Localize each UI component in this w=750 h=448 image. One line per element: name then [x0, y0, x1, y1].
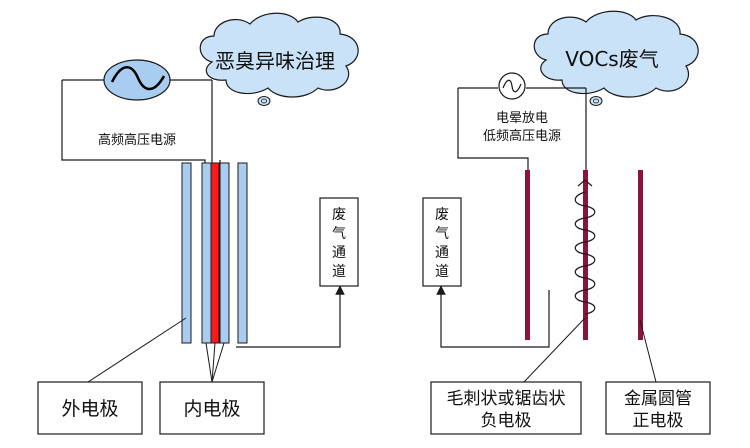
- right-negative-electrode-rod-left: [525, 170, 530, 340]
- right-center-electrode-rod: [583, 170, 588, 340]
- left-inner-plate-red: [210, 162, 220, 344]
- right-exhaust-duct-box: [422, 197, 462, 287]
- right-positive-electrode-box: [605, 381, 711, 435]
- right-cloud-shape: [533, 10, 699, 98]
- left-diagram: 高频高压电源 恶臭异味治理 废 气 通 道 外电极 内电极: [37, 12, 359, 435]
- right-positive-leader: [639, 319, 657, 383]
- left-duct-wire: [236, 285, 345, 348]
- left-outer-electrode-box: [37, 381, 143, 435]
- right-negative-leader: [523, 317, 586, 383]
- right-positive-electrode-tube: [638, 170, 643, 340]
- right-positive-label-line2: 正电极: [633, 411, 684, 431]
- left-exhaust-duct-box: [319, 197, 359, 287]
- right-ac-wave-icon: [502, 79, 522, 93]
- left-outer-leader: [87, 317, 187, 383]
- right-power-label-line1: 电晕放电: [496, 111, 548, 126]
- right-cloud-tail-icon: [589, 96, 603, 106]
- right-negative-label-line2: 负电极: [481, 411, 532, 431]
- right-duct-char-2: 气: [435, 226, 449, 242]
- left-inner-plate-1: [201, 162, 212, 344]
- right-cloud: VOCs废气: [533, 10, 699, 106]
- right-negative-electrode-box: [430, 381, 582, 435]
- right-spiral-electrode-icon: [574, 191, 596, 315]
- left-cloud-shape: [199, 12, 359, 98]
- right-power-left-wire: [457, 88, 529, 170]
- right-duct-char-4: 道: [435, 264, 449, 280]
- left-cloud-tail-small-icon: [261, 98, 267, 104]
- right-positive-label-line1: 金属圆管: [624, 389, 692, 409]
- right-duct-char-3: 通: [435, 245, 449, 261]
- left-cloud: 恶臭异味治理: [199, 12, 359, 106]
- left-duct-char-2: 气: [332, 226, 346, 242]
- left-outer-plate-1: [181, 162, 192, 344]
- left-ac-wave-icon: [110, 66, 166, 91]
- left-inner-electrode-box: [159, 381, 265, 435]
- left-duct-char-1: 废: [332, 207, 346, 223]
- left-outer-plate-2: [237, 162, 248, 344]
- right-power-label-line2: 低频高压电源: [483, 128, 561, 144]
- right-diagram: VOCs废气 电晕放电 低频高压电源 废 气 通 道 毛刺状或锯齿状: [422, 10, 711, 435]
- left-inner-leader-2: [211, 342, 216, 383]
- left-duct-char-3: 通: [332, 245, 346, 261]
- left-inner-leader-1: [205, 342, 213, 383]
- left-inner-electrode-label: 内电极: [183, 398, 240, 420]
- left-inner-leader-3: [211, 342, 225, 383]
- right-duct-wire: [436, 285, 550, 348]
- right-cloud-label: VOCs废气: [565, 47, 658, 71]
- right-spiral-top-icon: [577, 179, 593, 187]
- left-outer-electrode-label: 外电极: [61, 398, 118, 420]
- right-cloud-tail-small-icon: [593, 98, 599, 104]
- left-power-label: 高频高压电源: [98, 132, 176, 148]
- left-inner-plate-2: [219, 162, 230, 344]
- left-cloud-tail-icon: [257, 96, 271, 106]
- right-negative-label-line1: 毛刺状或锯齿状: [447, 389, 566, 409]
- right-duct-char-1: 废: [435, 207, 449, 223]
- left-cloud-label: 恶臭异味治理: [215, 49, 335, 73]
- left-duct-char-4: 道: [332, 264, 346, 280]
